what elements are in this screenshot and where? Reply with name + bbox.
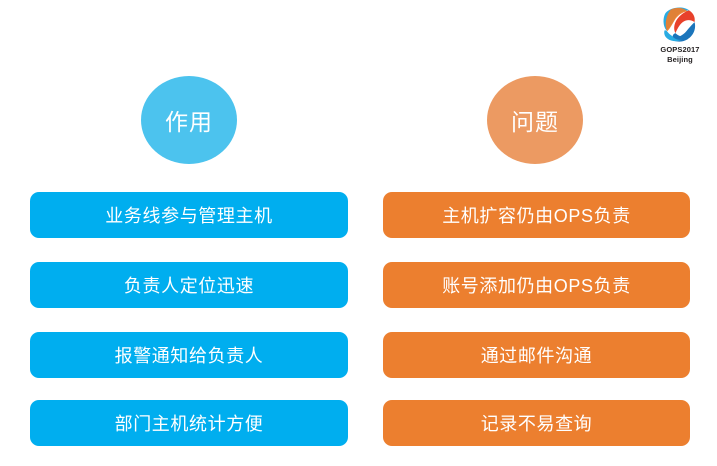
- logo-caption-line2: Beijing: [667, 54, 693, 64]
- benefit-item-1-label: 业务线参与管理主机: [105, 206, 273, 226]
- gops-logo-icon: [663, 7, 696, 42]
- column-problems: 问题 主机扩容仍由OPS负责 账号添加仍由OPS负责 通过邮件沟通 记录不易查询: [371, 0, 711, 466]
- benefit-item-2: 负责人定位迅速: [30, 262, 348, 308]
- benefit-item-4-label: 部门主机统计方便: [114, 414, 264, 434]
- benefit-item-4: 部门主机统计方便: [30, 400, 348, 446]
- gops-logo-block: GOPS2017 Beijing: [644, 4, 716, 70]
- logo-caption-line1: GOPS2017: [660, 45, 700, 54]
- problem-item-3: 通过邮件沟通: [383, 332, 690, 378]
- problem-item-1-label: 主机扩容仍由OPS负责: [442, 206, 631, 226]
- benefit-item-1: 业务线参与管理主机: [30, 192, 348, 238]
- problem-item-4: 记录不易查询: [383, 400, 690, 446]
- problem-item-2: 账号添加仍由OPS负责: [383, 262, 690, 308]
- benefit-item-3-label: 报警通知给负责人: [114, 346, 264, 366]
- problem-item-2-label: 账号添加仍由OPS负责: [442, 276, 631, 296]
- problem-item-3-label: 通过邮件沟通: [480, 346, 593, 366]
- benefit-item-3: 报警通知给负责人: [30, 332, 348, 378]
- heading-circle-problems-label: 问题: [511, 109, 559, 135]
- heading-circle-benefits-label: 作用: [165, 109, 213, 135]
- benefit-item-2-label: 负责人定位迅速: [123, 276, 255, 296]
- problem-item-1: 主机扩容仍由OPS负责: [383, 192, 690, 238]
- logo-caption: GOPS2017 Beijing: [644, 45, 716, 64]
- heading-circle-benefits: 作用: [141, 76, 237, 164]
- column-benefits: 作用 业务线参与管理主机 负责人定位迅速 报警通知给负责人 部门主机统计方便: [18, 0, 358, 466]
- problem-item-4-label: 记录不易查询: [480, 414, 593, 434]
- heading-circle-problems: 问题: [487, 76, 583, 164]
